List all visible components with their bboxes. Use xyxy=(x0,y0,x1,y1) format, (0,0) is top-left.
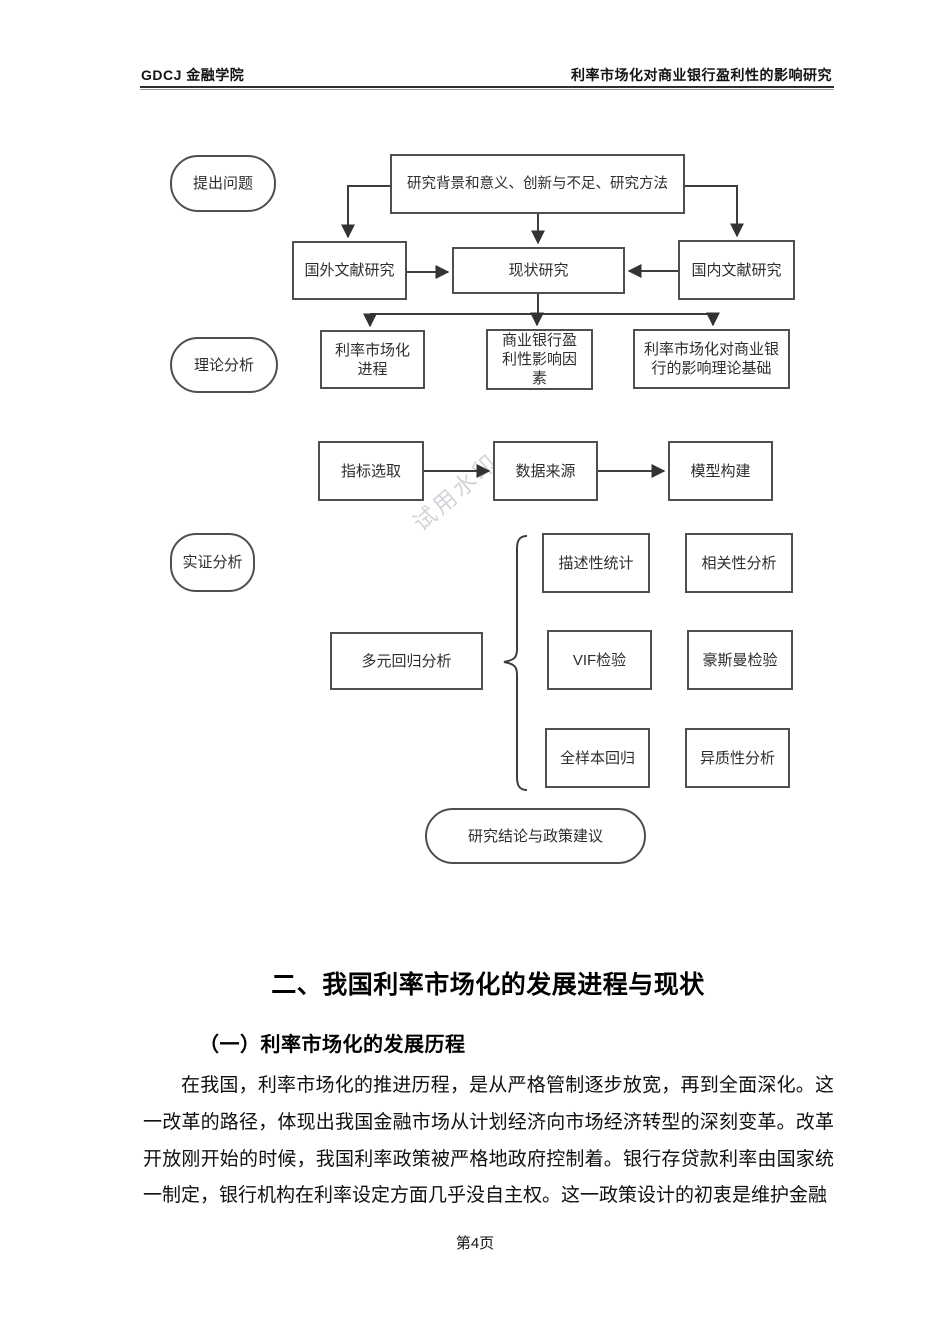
node-domestic-literature: 国内文献研究 xyxy=(678,240,795,300)
header-rule-shadow xyxy=(140,89,834,90)
node-full-sample-regression: 全样本回归 xyxy=(545,728,650,788)
header-title: 利率市场化对商业银行盈利性的影响研究 xyxy=(571,67,832,83)
brace xyxy=(503,535,528,791)
node-heterogeneity-analysis: 异质性分析 xyxy=(685,728,790,788)
node-data-source: 数据来源 xyxy=(493,441,598,501)
section-subtitle: （一）利率市场化的发展历程 xyxy=(199,1034,466,1056)
node-background: 研究背景和意义、创新与不足、研究方法 xyxy=(390,154,685,214)
page-header: GDCJ 金融学院 利率市场化对商业银行盈利性的影响研究 xyxy=(141,62,832,85)
node-model-building: 模型构建 xyxy=(668,441,773,501)
node-profit-factors: 商业银行盈利性影响因素 xyxy=(486,329,593,390)
node-status-research: 现状研究 xyxy=(452,247,625,294)
node-correlation-analysis: 相关性分析 xyxy=(685,533,793,593)
section-title: 二、我国利率市场化的发展进程与现状 xyxy=(271,970,705,999)
node-marketization-process: 利率市场化进程 xyxy=(320,330,425,389)
node-multi-regression: 多元回归分析 xyxy=(330,632,483,690)
arrow-to-domestic-literature xyxy=(685,185,744,238)
node-indicator-selection: 指标选取 xyxy=(318,441,424,501)
stage-empirical-analysis: 实证分析 xyxy=(170,533,255,592)
stage-theory-analysis: 理论分析 xyxy=(170,337,278,393)
node-descriptive-stats: 描述性统计 xyxy=(542,533,650,593)
arrow-to-foreign-literature xyxy=(341,185,390,239)
header-school: GDCJ 金融学院 xyxy=(141,67,245,83)
node-vif-test: VIF检验 xyxy=(547,630,652,690)
node-hausman-test: 豪斯曼检验 xyxy=(687,630,793,690)
body-paragraph: 在我国，利率市场化的推进历程，是从严格管制逐步放宽，再到全面深化。这一改革的路径… xyxy=(143,1075,834,1207)
page-number: 第4页 xyxy=(455,1235,495,1252)
stage-raise-question: 提出问题 xyxy=(170,155,276,212)
node-theory-basis: 利率市场化对商业银行的影响理论基础 xyxy=(633,329,790,389)
header-rule xyxy=(140,86,834,88)
stage-conclusion: 研究结论与政策建议 xyxy=(425,808,646,864)
node-foreign-literature: 国外文献研究 xyxy=(292,241,407,300)
